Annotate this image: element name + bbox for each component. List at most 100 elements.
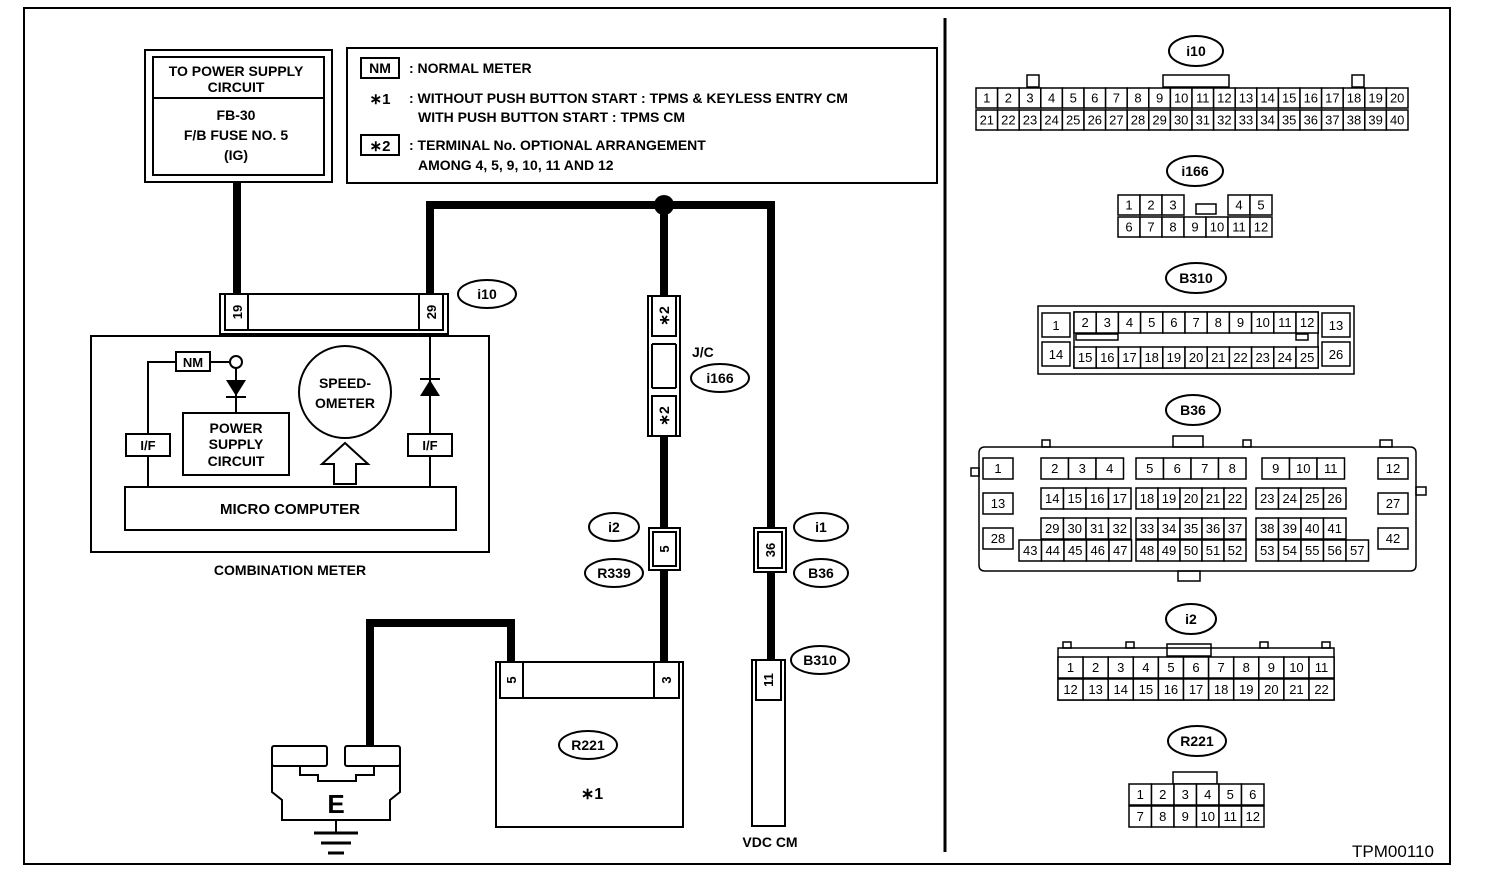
pin-number: 3 xyxy=(1104,315,1111,330)
pin-number: 29 xyxy=(1152,113,1166,128)
pin-cell xyxy=(1217,457,1247,480)
pin-number: 6 xyxy=(1192,660,1199,675)
pin-number: 4 xyxy=(1235,198,1242,213)
pin-number: 27 xyxy=(1109,113,1123,128)
pin-number: 42 xyxy=(1386,531,1400,546)
pin-number: 18 xyxy=(1140,491,1154,506)
pin-number: 37 xyxy=(1228,521,1242,536)
ground-e-label: E xyxy=(327,789,344,819)
pin-number: 41 xyxy=(1328,521,1342,536)
combination-meter: NM I/F I/F POWER SUPPLY CIRCUIT SPEED- O… xyxy=(90,334,490,553)
pin-number: 22 xyxy=(1233,350,1247,365)
pin-number: 14 xyxy=(1049,347,1063,362)
b310-tag xyxy=(790,645,850,675)
pinout-i166-name: i166 xyxy=(1181,163,1208,179)
pin-number: 12 xyxy=(1063,682,1077,697)
pin-number: 5 xyxy=(1148,315,1155,330)
pin-number: 9 xyxy=(1268,660,1275,675)
pin-number: 17 xyxy=(1122,350,1136,365)
speedometer-line2: OMETER xyxy=(315,395,375,411)
pin-number: 24 xyxy=(1044,113,1058,128)
pin-number: 10 xyxy=(1296,461,1310,476)
legend-star1-line1: : WITHOUT PUSH BUTTON START : TPMS & KEY… xyxy=(409,90,848,106)
pin-number: 55 xyxy=(1305,543,1319,558)
pin-number: 19 xyxy=(1167,350,1181,365)
pin-cell xyxy=(1322,487,1347,510)
pinout-i10-name: i10 xyxy=(1186,43,1206,59)
pin-cell xyxy=(1377,457,1409,480)
pin-number: 3 xyxy=(1182,787,1189,802)
i10-tag-label: i10 xyxy=(477,286,497,302)
pin-cell xyxy=(1107,517,1132,540)
pin-number: 3 xyxy=(1117,660,1124,675)
pin-cell xyxy=(1108,539,1133,562)
pin-number: 10 xyxy=(1210,220,1224,235)
pin-number: 2 xyxy=(1051,461,1058,476)
pin-number: 3 xyxy=(1169,198,1176,213)
pin-number: 16 xyxy=(1304,91,1318,106)
pin-number: 12 xyxy=(1254,220,1268,235)
pin-number: 10 xyxy=(1174,91,1188,106)
pin-cell xyxy=(1377,527,1409,550)
pin-number: 56 xyxy=(1328,543,1342,558)
pin-cell xyxy=(1322,517,1347,540)
pin-cell xyxy=(1316,457,1346,480)
pin-number: 7 xyxy=(1218,660,1225,675)
power-supply-line1: TO POWER SUPPLY xyxy=(169,63,304,79)
pinout-r221-name: R221 xyxy=(1180,733,1214,749)
pin-number: 57 xyxy=(1350,543,1364,558)
pin-number: 4 xyxy=(1106,461,1113,476)
diode-left xyxy=(226,380,246,396)
pin-number: 20 xyxy=(1189,350,1203,365)
pin-number: 28 xyxy=(991,531,1005,546)
i1-tag-label: i1 xyxy=(815,519,827,535)
pin-number: 5 xyxy=(1146,461,1153,476)
pin-number: 9 xyxy=(1191,220,1198,235)
pin-number: 22 xyxy=(1228,491,1242,506)
pin-cell xyxy=(1345,539,1370,562)
psc-line2: SUPPLY xyxy=(209,436,264,452)
pin-cell xyxy=(1295,346,1319,369)
pin-cell xyxy=(1240,783,1265,806)
pin-cell xyxy=(1161,194,1185,216)
pin-number: 20 xyxy=(1264,682,1278,697)
pin-number: 8 xyxy=(1243,660,1250,675)
jc-star2-bottom: ∗2 xyxy=(656,406,672,426)
pin-number: 16 xyxy=(1090,491,1104,506)
i10-tag xyxy=(457,279,517,309)
if-left-label: I/F xyxy=(140,438,155,453)
pin-number: 3 xyxy=(1079,461,1086,476)
pin-number: 14 xyxy=(1045,491,1059,506)
i1-pin36: 36 xyxy=(763,543,778,557)
psc-line3: CIRCUIT xyxy=(208,453,265,469)
pin-number: 6 xyxy=(1170,315,1177,330)
pin-number: 21 xyxy=(1206,491,1220,506)
pin-number: 8 xyxy=(1215,315,1222,330)
pin-number: 7 xyxy=(1192,315,1199,330)
b36-tag xyxy=(793,558,849,588)
ground-terminal: E xyxy=(271,745,401,855)
fuse-name: F/B FUSE NO. 5 xyxy=(184,127,288,143)
wires xyxy=(233,179,775,749)
pin-number: 43 xyxy=(1023,543,1037,558)
pin-number: 2 xyxy=(1081,315,1088,330)
pin-number: 13 xyxy=(991,496,1005,511)
pin-number: 17 xyxy=(1189,682,1203,697)
b310-pin11: 11 xyxy=(761,673,776,687)
pinout-b36-name: B36 xyxy=(1180,402,1206,418)
pin-number: 6 xyxy=(1174,461,1181,476)
legend-star1-symbol: ∗1 xyxy=(370,91,391,108)
i10-connector: 19 29 xyxy=(219,293,449,335)
pin-number: 32 xyxy=(1217,113,1231,128)
i10-pin29: 29 xyxy=(424,305,439,319)
power-supply-box: TO POWER SUPPLY CIRCUIT FB-30 F/B FUSE N… xyxy=(144,49,333,183)
pin-number: 16 xyxy=(1164,682,1178,697)
legend-star2-line2: AMONG 4, 5, 9, 10, 11 AND 12 xyxy=(418,157,614,173)
pin-number: 7 xyxy=(1113,91,1120,106)
pin-number: 10 xyxy=(1255,315,1269,330)
pin-number: 53 xyxy=(1260,543,1274,558)
pin-number: 5 xyxy=(1070,91,1077,106)
i2-tag xyxy=(588,512,640,542)
